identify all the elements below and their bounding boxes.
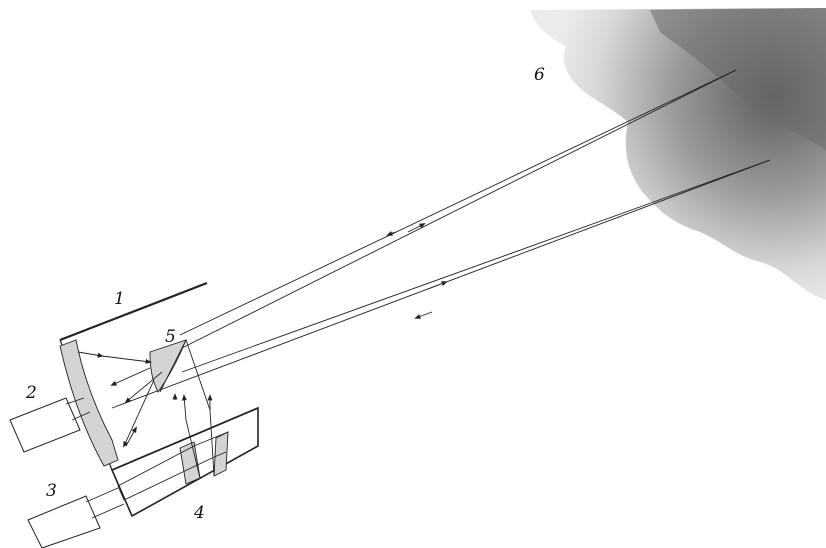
label-4: 4 — [193, 503, 205, 523]
label-2: 2 — [25, 383, 37, 403]
label-6: 6 — [534, 65, 545, 85]
lower-beam-pair — [111, 159, 771, 409]
label-5: 5 — [165, 327, 176, 347]
label-3: 3 — [46, 481, 57, 501]
internal-rays — [77, 339, 213, 448]
secondary-mirror — [149, 339, 187, 393]
detector-box — [9, 397, 91, 453]
primary-mirror — [59, 339, 119, 467]
upper-beam-pair — [167, 69, 737, 356]
label-1: 1 — [114, 289, 125, 309]
laser-box — [27, 487, 125, 548]
beam-expander-housing — [110, 406, 259, 518]
target-cloud — [530, 8, 826, 300]
